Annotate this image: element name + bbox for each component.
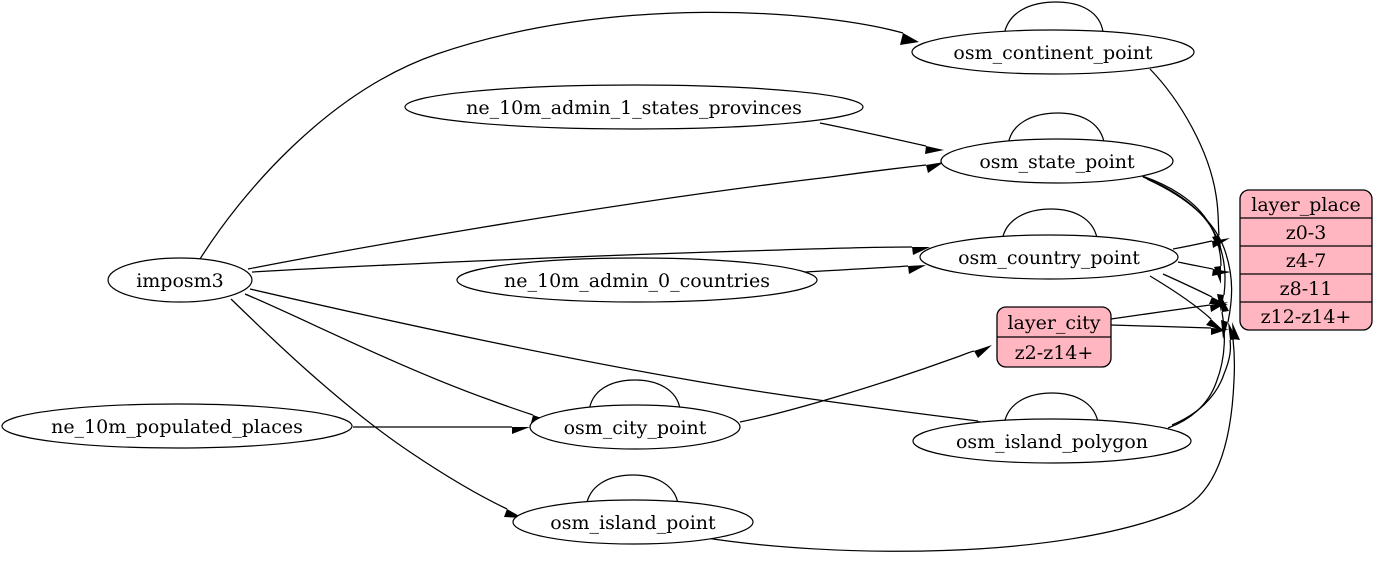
node-osm_continent_point[interactable]: osm_continent_point [911,29,1195,75]
edge-ne_admin0-to-osm_country_point [804,265,926,274]
node-ne_10m_populated_places[interactable]: ne_10m_populated_places [1,403,353,449]
record-node-layer_city[interactable]: layer_city z2-z14+ [996,306,1112,368]
record-row-layer_place-z0-3[interactable]: z0-3 [1286,222,1327,244]
node-label-ne_10m_populated_places: ne_10m_populated_places [51,416,303,438]
record-row-layer_place-z12-z14[interactable]: z12-z14+ [1261,306,1352,328]
node-label-osm_state_point: osm_state_point [979,151,1135,173]
record-row-layer_place-title: layer_place [1251,194,1360,216]
node-label-ne_10m_admin_0_countries: ne_10m_admin_0_countries [504,270,770,292]
edge-osm_country_point-to-layer_place-z0-3 [1172,238,1230,250]
record-node-layer: layer_place z0-3 z4-7 z8-11 z12-z14+ lay… [996,189,1373,368]
node-label-osm_city_point: osm_city_point [564,417,707,439]
node-osm_city_point[interactable]: osm_city_point [529,404,741,450]
record-row-layer_place-z8-11[interactable]: z8-11 [1280,278,1333,300]
edge-ne_admin1-to-osm_state_point [819,122,944,154]
node-layer: imposm3 ne_10m_admin_1_states_provinces … [1,29,1195,545]
record-row-layer_city-z2-z14[interactable]: z2-z14+ [1015,342,1094,364]
node-label-osm_continent_point: osm_continent_point [953,42,1153,64]
node-osm_island_point[interactable]: osm_island_point [512,499,754,545]
edge-imposm3-to-osm_state_point [247,162,944,270]
node-label-imposm3: imposm3 [136,270,224,292]
record-row-layer_city-title: layer_city [1007,312,1100,334]
node-osm_country_point[interactable]: osm_country_point [919,234,1179,280]
edge-imposm3-to-osm_continent_point [199,11,919,260]
edge-layer [199,11,1240,552]
edge-osm_city_point-to-layer_city [739,345,992,423]
edge-osm_country_point-to-layer_place-z12 [1149,275,1224,331]
edge-layer_city-to-layer_place-z12 [1110,324,1229,335]
node-ne_10m_admin_1_states_provinces[interactable]: ne_10m_admin_1_states_provinces [404,84,864,130]
edge-osm_country_point-to-layer_place-z4-7 [1177,261,1231,276]
node-osm_island_polygon[interactable]: osm_island_polygon [912,418,1192,464]
node-ne_10m_admin_0_countries[interactable]: ne_10m_admin_0_countries [456,257,818,303]
record-node-layer_place[interactable]: layer_place z0-3 z4-7 z8-11 z12-z14+ [1239,189,1373,331]
edge-imposm3-to-osm_city_point [244,293,550,423]
record-row-layer_place-z4-7[interactable]: z4-7 [1286,250,1327,272]
edge-osm_island_polygon-to-layer_place-z8-11 [1167,294,1229,429]
node-label-osm_island_point: osm_island_point [550,512,716,534]
node-label-ne_10m_admin_1_states_provinces: ne_10m_admin_1_states_provinces [466,97,802,119]
edge-imposm3-to-osm_country_point [251,246,930,273]
edge-ne_populated-to-osm_city_point [353,426,530,434]
edge-layer_city-to-layer_place-z8-11 [1110,302,1228,320]
node-osm_state_point[interactable]: osm_state_point [940,138,1174,184]
node-label-osm_country_point: osm_country_point [958,247,1140,269]
node-imposm3[interactable]: imposm3 [107,257,253,303]
node-label-osm_island_polygon: osm_island_polygon [956,431,1148,453]
edge-osm_island_polygon-to-layer_place-z12 [1171,322,1237,426]
